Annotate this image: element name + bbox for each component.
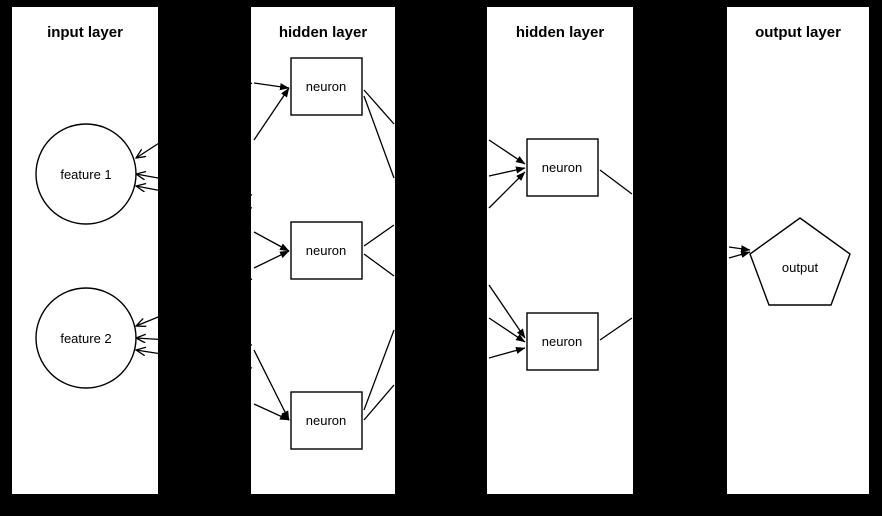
hidden2-neuron-2-box[interactable] <box>526 312 599 371</box>
panel-title-hidden-1: hidden layer <box>279 24 368 41</box>
node-hidden1-neuron-2[interactable]: neuron <box>290 221 363 280</box>
edge-in-hidden2-neuron2-c <box>488 346 526 359</box>
panel-hidden-layer-2 <box>487 7 633 494</box>
edge-in-output-b <box>728 251 751 259</box>
hidden1-neuron-1-label: neuron <box>306 79 346 94</box>
node-hidden2-neuron-2[interactable]: neuron <box>526 312 599 371</box>
node-feature-1[interactable]: feature 1 <box>35 123 137 225</box>
edges-hidden2-to-output <box>599 169 751 341</box>
edge-in-hidden1-neuron2-a <box>253 231 290 252</box>
output-pentagon[interactable] <box>749 217 851 306</box>
edge-in-output-a <box>728 245 751 253</box>
feature-1-circle[interactable] <box>35 123 137 225</box>
feature-1-label: feature 1 <box>60 167 111 182</box>
edge-in-hidden2-neuron1-a <box>488 139 526 165</box>
node-hidden2-neuron-1[interactable]: neuron <box>526 138 599 197</box>
edge-in-hidden2-neuron2-b <box>488 317 526 343</box>
edge-in-hidden2-neuron1-c <box>488 171 526 209</box>
feature-2-circle[interactable] <box>35 287 137 389</box>
layer-panels <box>12 7 869 494</box>
hidden1-neuron-2-label: neuron <box>306 243 346 258</box>
edge-feature1-to-hidden1-neuron3 <box>136 186 253 209</box>
edges-input-to-hidden1 <box>136 82 290 421</box>
edge-in-hidden2-neuron2-a <box>488 284 526 339</box>
panel-title-hidden-2: hidden layer <box>516 24 605 41</box>
edge-in-hidden1-neuron1-b <box>253 82 290 91</box>
edge-out-hidden2-neuron1 <box>599 169 633 195</box>
edge-in-hidden1-neuron2-b <box>253 250 290 269</box>
hidden1-neuron-1-box[interactable] <box>290 57 363 116</box>
node-feature-2[interactable]: feature 2 <box>35 287 137 389</box>
edge-out-hidden1-neuron2-b <box>363 253 395 277</box>
node-hidden1-neuron-3[interactable]: neuron <box>290 391 363 450</box>
edges-hidden1-to-hidden2 <box>363 89 526 421</box>
hidden1-neuron-3-label: neuron <box>306 413 346 428</box>
output-label: output <box>782 260 819 275</box>
edge-feature1-to-hidden1-neuron1 <box>136 82 253 158</box>
edge-out-hidden1-neuron3-a <box>363 329 395 411</box>
edge-in-hidden1-neuron1-a <box>253 87 290 141</box>
panel-title-input: input layer <box>47 24 123 41</box>
hidden1-neuron-3-box[interactable] <box>290 391 363 450</box>
edge-feature1-to-hidden1-neuron2 <box>136 174 253 196</box>
hidden2-neuron-1-box[interactable] <box>526 138 599 197</box>
hidden2-neuron-2-label: neuron <box>542 334 582 349</box>
edge-feature2-to-hidden1-neuron2 <box>136 338 253 346</box>
edge-out-hidden1-neuron3-b <box>363 384 395 421</box>
edge-out-hidden1-neuron2-a <box>363 224 395 247</box>
edge-out-hidden2-neuron2 <box>599 317 633 341</box>
edge-in-hidden1-neuron3-b <box>253 403 290 421</box>
hidden2-neuron-1-label: neuron <box>542 160 582 175</box>
edge-out-hidden1-neuron1-b <box>363 95 395 179</box>
edge-feature2-to-hidden1-neuron3 <box>136 350 253 369</box>
node-hidden1-neuron-1[interactable]: neuron <box>290 57 363 116</box>
edge-in-hidden1-neuron3-a <box>253 349 290 421</box>
node-output[interactable]: output <box>749 217 851 306</box>
feature-2-label: feature 2 <box>60 331 111 346</box>
hidden1-neuron-2-box[interactable] <box>290 221 363 280</box>
edge-in-hidden2-neuron1-b <box>488 166 526 177</box>
panel-title-output: output layer <box>755 24 841 41</box>
edge-feature2-to-hidden1-neuron1 <box>136 278 253 326</box>
edge-out-hidden1-neuron1-a <box>363 89 395 125</box>
panel-input-layer <box>12 7 158 494</box>
